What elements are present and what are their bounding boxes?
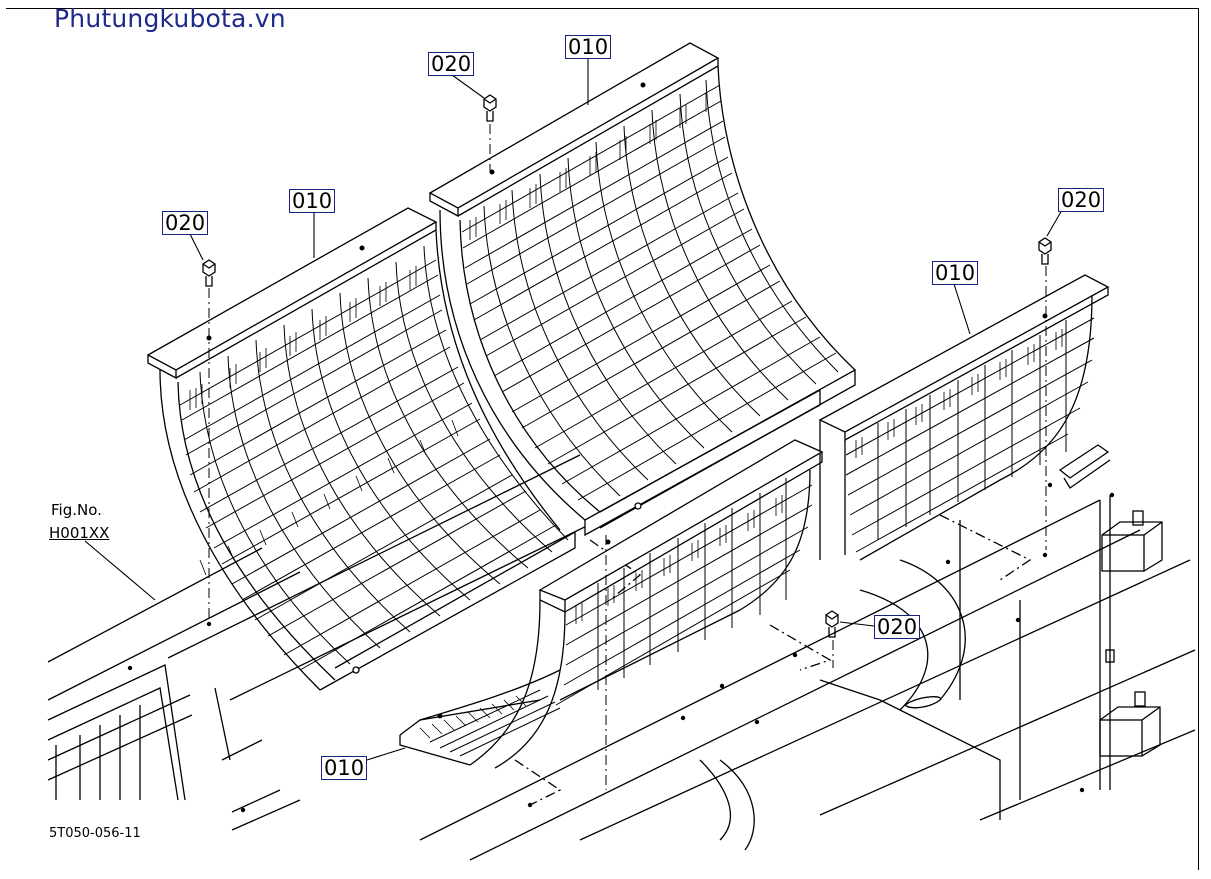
figure-number[interactable]: H001XX [49, 524, 110, 542]
bolt-top [483, 94, 497, 122]
concave-screen-left [146, 207, 576, 691]
callout-part-010[interactable]: 010 [565, 35, 612, 59]
machine-frame [47, 444, 1196, 861]
bolt-right [1038, 237, 1052, 265]
callout-part-010[interactable]: 010 [321, 756, 368, 780]
watermark: Phutungkubota.vn [54, 4, 286, 33]
bolt-bottom [825, 610, 839, 638]
callout-part-020[interactable]: 020 [162, 211, 209, 235]
concave-screen-right [818, 274, 1110, 561]
leader-lines [84, 58, 1063, 761]
drawing-frame [6, 8, 1199, 870]
callout-part-010[interactable]: 010 [289, 189, 336, 213]
callout-part-020[interactable]: 020 [874, 615, 921, 639]
concave-screen-top [428, 42, 856, 537]
callout-part-020[interactable]: 020 [1058, 188, 1105, 212]
bolt-axis-lines [208, 124, 1047, 790]
sheet-code: 5T050-056-11 [49, 826, 141, 841]
figure-label: Fig.No. [51, 501, 102, 519]
callout-part-020[interactable]: 020 [428, 52, 475, 76]
callout-part-010[interactable]: 010 [932, 261, 979, 285]
bolt-left [202, 259, 216, 287]
concave-screen-bottom [399, 439, 824, 769]
